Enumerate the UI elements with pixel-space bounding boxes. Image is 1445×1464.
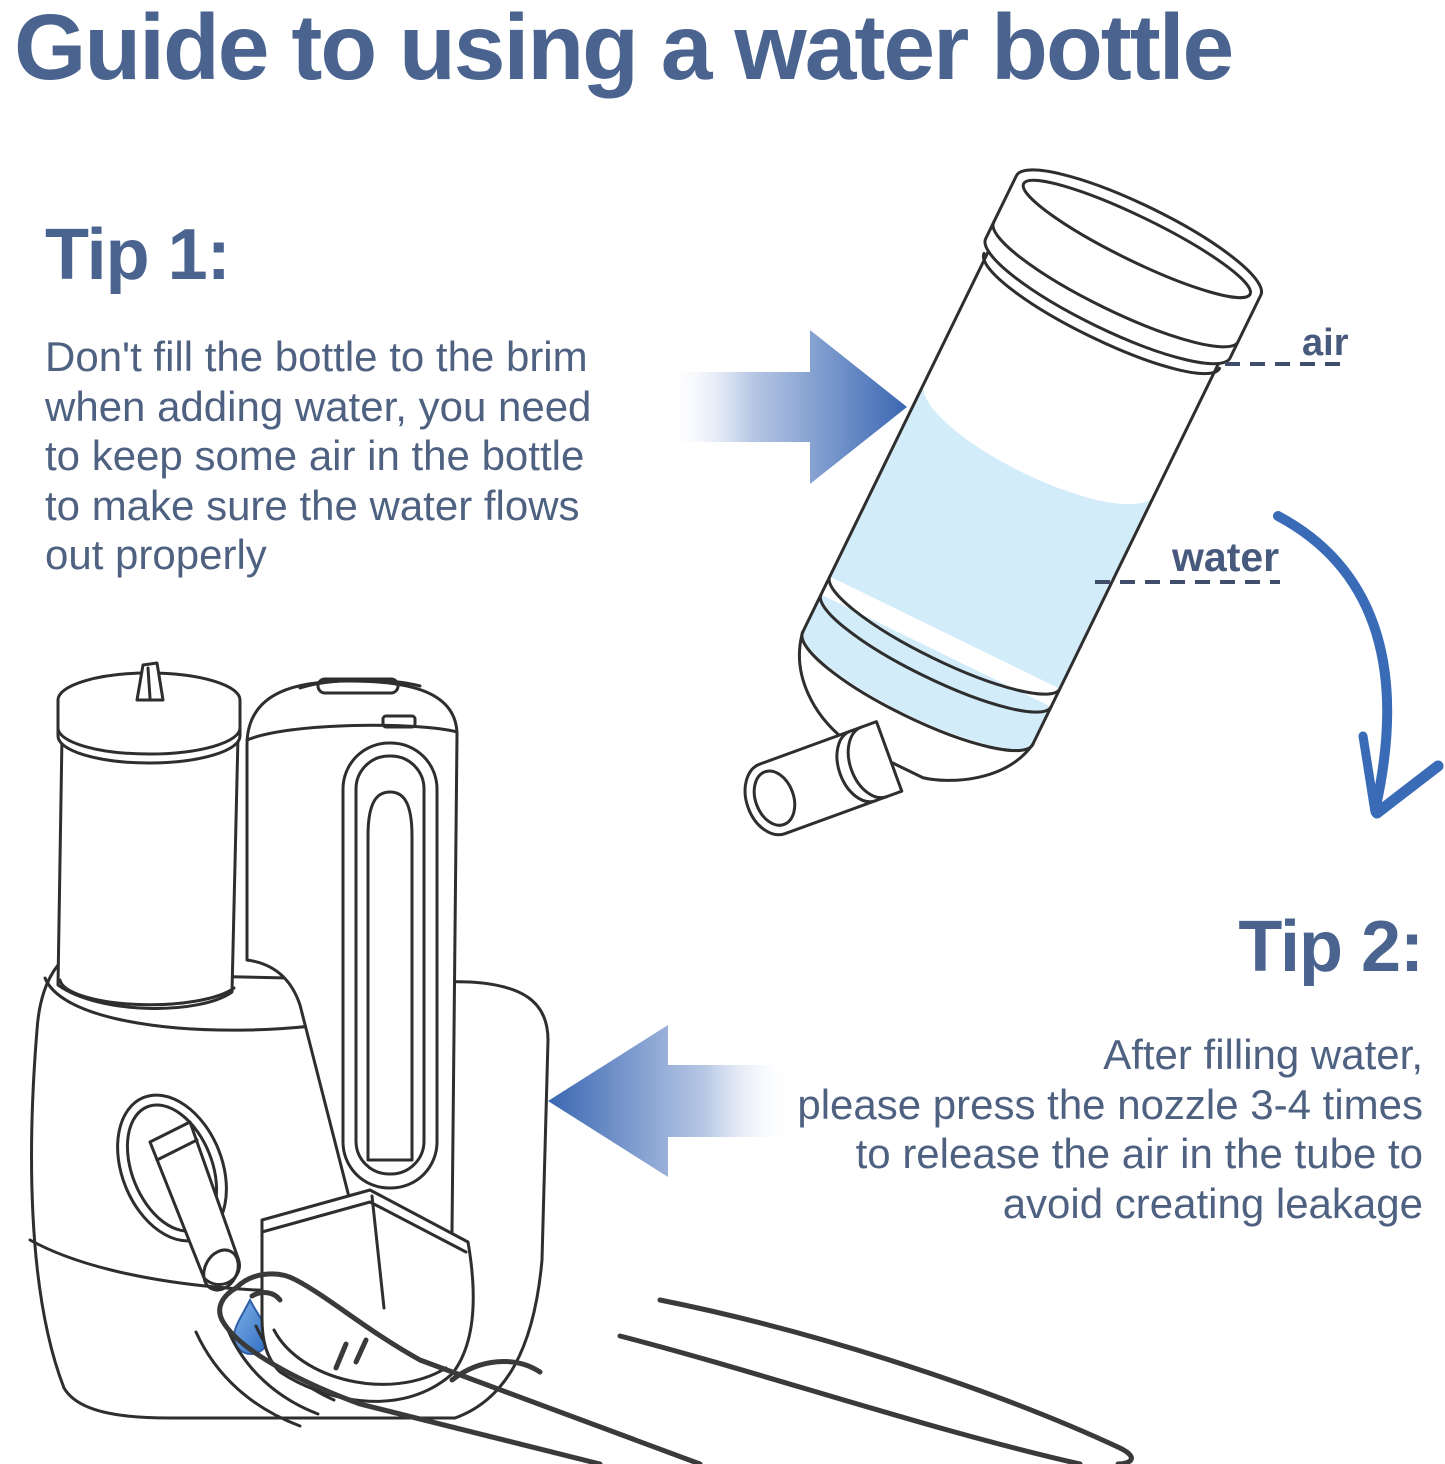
nozzle [116, 1093, 241, 1292]
page-title: Guide to using a water bottle [14, 0, 1234, 99]
left-canister [56, 734, 240, 1010]
left-arrow-icon [548, 1025, 792, 1177]
bottle-illustration [743, 168, 1263, 837]
tip2-heading: Tip 2: [1238, 907, 1424, 987]
tip2-body: After filling water, please press the no… [797, 1031, 1423, 1227]
hand-illustration [217, 1271, 1134, 1464]
bottle-spout [743, 720, 904, 837]
bottle-water-fill [829, 382, 1155, 689]
water-tank [245, 679, 459, 1249]
dispenser-illustration [28, 661, 550, 1428]
bowl [260, 1188, 475, 1403]
left-canister-lid [56, 671, 242, 765]
water-level-window [341, 741, 439, 1190]
air-label: air [1302, 322, 1349, 364]
tip1-heading: Tip 1: [45, 215, 231, 295]
right-arrow-icon [665, 330, 907, 484]
water-label: water [1172, 534, 1280, 580]
tip1-body: Don't fill the bottle to the brim when a… [45, 333, 592, 579]
curved-arrow-icon [1273, 511, 1444, 819]
